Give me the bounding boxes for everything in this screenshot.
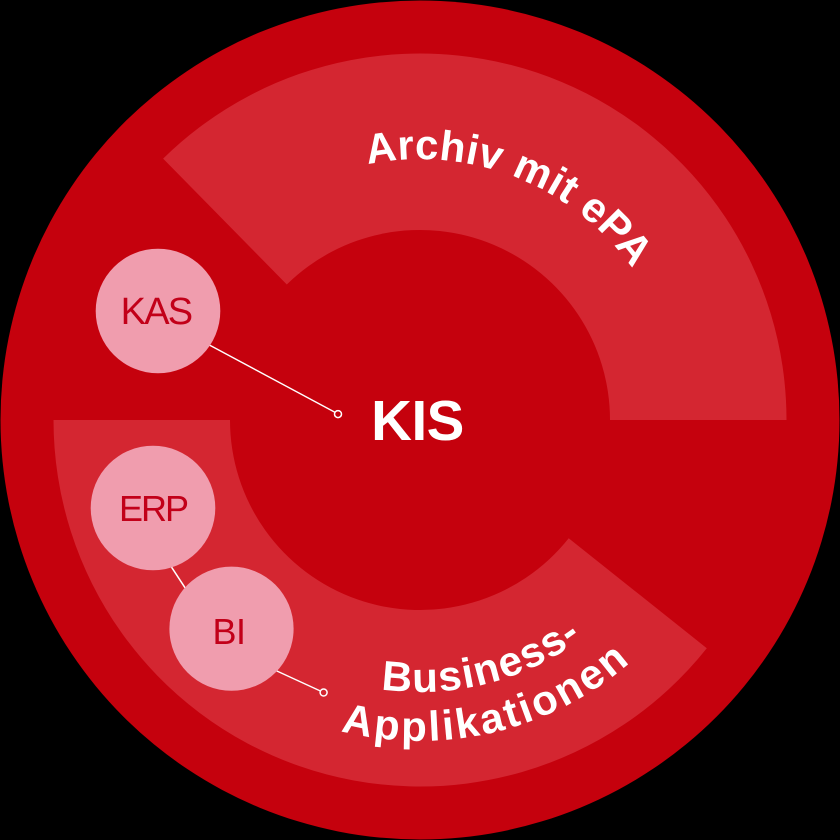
svg-text:BI: BI bbox=[212, 611, 245, 652]
svg-text:KIS: KIS bbox=[371, 389, 464, 452]
svg-text:KAS: KAS bbox=[121, 291, 192, 333]
svg-text:ERP: ERP bbox=[119, 488, 188, 529]
